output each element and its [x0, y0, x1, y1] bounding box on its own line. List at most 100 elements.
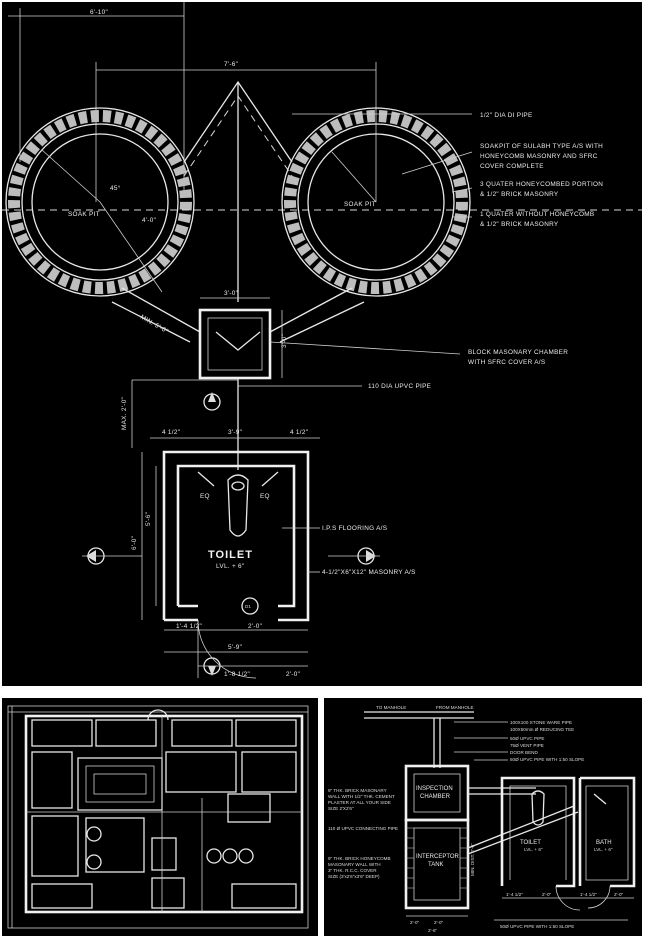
dim-inner-width: 3'-9"	[228, 429, 242, 436]
building-floor-plan	[2, 698, 318, 936]
left-note-3c: 3" THK. R.C.C. COVER	[328, 868, 377, 873]
dim-top: 6'-10"	[90, 9, 108, 16]
note-chamber-2: WITH SFRC COVER A/S	[468, 359, 545, 366]
header-to-manhole: TO MANHOLE	[376, 705, 406, 710]
dim-d2: 2'-0"	[542, 892, 552, 897]
dim-bottom-b: 2'-0"	[248, 623, 262, 630]
dim-pipe-run: MAX. 2'-0"	[121, 397, 128, 430]
note-honeycomb-2: & 1/2" BRICK MASONRY	[480, 191, 559, 198]
dim-chamber-depth: 3'-0"	[281, 334, 288, 348]
left-note-2: 110 Ø UPVC CONNECTING PIPE	[328, 826, 398, 831]
detail-note-2: 100X50mm Ø REDUCING TEE	[510, 727, 574, 732]
inspection-label-2: CHAMBER	[420, 794, 451, 800]
detail-note-3: 50Ø UPVC PIPE	[510, 736, 544, 741]
note-soakpit-2: HONEYCOMB MASONRY AND SFRC	[480, 153, 598, 160]
plan-border	[7, 705, 309, 929]
detail-note-5: DOOR BEND	[510, 750, 539, 755]
block-masonry-chamber: 3'-0" 3'-0"	[198, 290, 288, 380]
tank-label-1: INTERCEPTOR	[416, 854, 460, 860]
section-marker-bottom	[203, 657, 221, 676]
leader-line	[401, 151, 473, 175]
detail-bath-label: BATH	[596, 840, 612, 846]
detail-toilet-level: LVL. + 6"	[524, 847, 543, 852]
soak-pit-right-label: SOAK PIT	[344, 201, 376, 208]
tank-circle	[222, 848, 238, 864]
room	[31, 719, 93, 747]
detail-note-1: 100X100 STONE WARE PIPE	[510, 720, 572, 725]
pipe-bottom-note: 50Ø UPVC PIPE WITH 1:50 SLOPE	[500, 924, 574, 929]
eq-right: EQ	[260, 493, 270, 500]
detail-toilet-room: TOILET LVL. + 6"	[500, 776, 581, 911]
dim-chamber-width: 3'-0"	[224, 290, 238, 297]
toilet-room: EQ EQ TOILET LVL. + 6" D1	[162, 450, 310, 679]
plan-outer-wall	[24, 714, 304, 914]
note-soakpit-3: COVER COMPLETE	[480, 163, 544, 170]
toilet-label: TOILET	[208, 549, 253, 561]
dim-d4: 2'-0"	[614, 892, 624, 897]
dim-tank-b: 2'-0"	[434, 920, 444, 925]
room	[31, 883, 93, 909]
interceptor-tank: INTERCEPTOR TANK	[404, 818, 470, 910]
main-drawing-svg: 6'-10" 7'-6" SOAK PIT 45° 4'-0" SOAK PIT…	[2, 2, 642, 679]
toilet-level: LVL. + 6"	[216, 563, 244, 570]
detail-note-6: 50Ø UPVC PIPE WITH 1:50 SLOPE	[510, 757, 584, 762]
room	[235, 719, 297, 747]
note-masonry: 4-1/2"X6"X12" MASONRY A/S	[322, 569, 416, 576]
left-note-3d: SIZE (3'x2'6"x3'6" DEEP)	[328, 874, 380, 879]
dim-toilet-height: 6'-0"	[131, 536, 138, 550]
note-without-1: 1 QUATER WITHOUT HONEYCOMB	[480, 211, 594, 218]
pipe-right-to-chamber	[269, 287, 353, 333]
left-note-1d: SIZE 2'X2'6"	[328, 806, 354, 811]
inspection-chamber: INSPECTION CHAMBER	[404, 764, 470, 822]
arch	[147, 709, 169, 721]
room	[151, 837, 177, 871]
dim-angle: 45°	[110, 184, 121, 192]
pipe-right-to-chamber-2	[279, 301, 365, 343]
room	[95, 719, 157, 747]
left-note-3a: 9" THK. BRICK HONEYCOMB	[328, 856, 391, 861]
dim-radius: 4'-0"	[142, 217, 156, 224]
note-honeycomb-1: 3 QUATER HONEYCOMBED PORTION	[480, 181, 603, 188]
note-upvc: 110 DIA UPVC PIPE	[368, 383, 431, 390]
main-toilet-soakpit-drawing: 6'-10" 7'-6" SOAK PIT 45° 4'-0" SOAK PIT…	[2, 2, 642, 686]
soak-pit-right: SOAK PIT	[281, 107, 471, 297]
room	[171, 719, 233, 747]
leader-line	[451, 187, 473, 193]
dim-bottom-a: 1'-4 1/2"	[176, 623, 202, 630]
dim-arm: MIN. 5'-0"	[139, 314, 169, 336]
dim-wall-b: 4 1/2"	[290, 429, 308, 436]
left-note-1c: PLASTER AT ALL YOUR SIDE	[328, 800, 391, 805]
section-marker-right	[328, 547, 380, 565]
detail-note-4: 75Ø VENT PIPE	[510, 743, 544, 748]
pipe-left-to-chamber-2	[111, 301, 191, 343]
dim-toilet-depth: 5'-6"	[145, 512, 152, 526]
header-from-manhole: FROM MANHOLE	[436, 705, 474, 710]
room	[31, 751, 73, 809]
room	[227, 793, 271, 823]
detail-drawing-svg: TO MANHOLE FROM MANHOLE 100X100 STONE WA…	[328, 705, 636, 933]
dim-door-a: 1'-8 1/2"	[224, 671, 250, 678]
detail-bath-level: LVL. + 6"	[594, 847, 613, 852]
note-pipe: 1/2" DIA DI PIPE	[480, 112, 533, 119]
left-note-1a: 9" THK. BRICK MASONARY	[328, 788, 387, 793]
pipe-left-to-chamber	[121, 287, 201, 333]
left-note-3b: MASONARY WALL WITH	[328, 862, 381, 867]
leader-line	[269, 341, 461, 355]
section-marker-left	[82, 547, 142, 565]
soak-pit-left-label: SOAK PIT	[68, 211, 100, 218]
door-tag: D1	[245, 604, 251, 609]
section-marker-top	[203, 392, 221, 411]
detail-toilet-label: TOILET	[520, 840, 541, 846]
interceptor-tank-detail-drawing: TO MANHOLE FROM MANHOLE 100X100 STONE WA…	[324, 698, 642, 936]
room	[85, 817, 145, 873]
tank-label-2: TANK	[428, 862, 444, 868]
room	[151, 877, 185, 909]
diagonal-pipe	[467, 805, 575, 849]
inspection-label-1: INSPECTION	[416, 786, 453, 792]
room	[31, 815, 79, 877]
detail-bath-room: BATH LVL. + 6"	[578, 776, 636, 909]
soak-pit-left: SOAK PIT 45° 4'-0"	[2, 107, 642, 297]
dim-d3: 1'-4 1/2"	[580, 892, 597, 897]
dim-tank-a: 2'-0"	[410, 920, 420, 925]
note-without-2: & 1/2" BRICK MASONRY	[480, 221, 559, 228]
